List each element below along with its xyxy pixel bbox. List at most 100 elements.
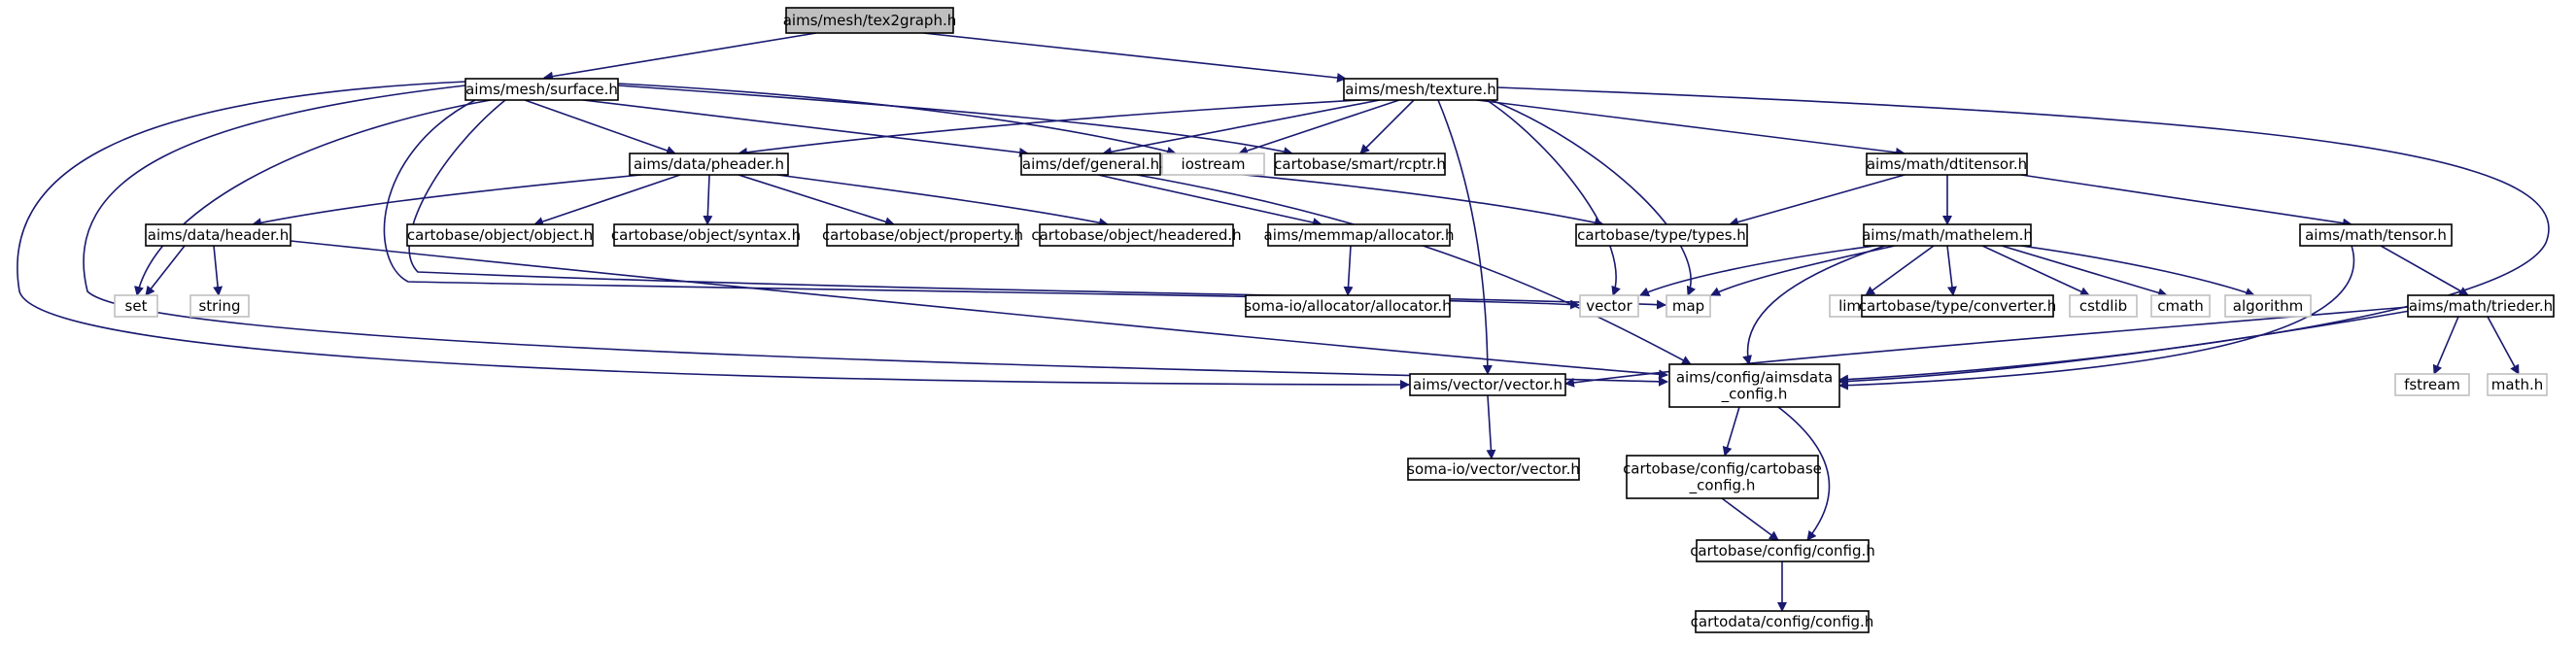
node-label: cstdlib — [2079, 297, 2127, 315]
node-syntax[interactable]: cartobase/object/syntax.h — [611, 223, 801, 247]
node-box — [1161, 153, 1265, 176]
node-box — [1626, 455, 1819, 499]
node-label: math.h — [2491, 376, 2543, 393]
node-label: aims/math/mathelem.h — [1862, 226, 2033, 244]
edge-header-to-aimsdata — [290, 240, 1668, 380]
node-box — [1409, 373, 1566, 396]
node-config[interactable]: cartobase/config/config.h — [1690, 539, 1875, 562]
edge-surface-to-set — [134, 99, 492, 296]
node-mathelem[interactable]: aims/math/mathelem.h — [1862, 223, 2033, 247]
node-box — [1575, 223, 1748, 247]
node-label: iostream — [1182, 155, 1246, 173]
node-label: algorithm — [2233, 297, 2303, 315]
node-mathh[interactable]: math.h — [2487, 373, 2548, 396]
edge-texture-to-vectorh — [1437, 99, 1493, 375]
node-headered[interactable]: cartobase/object/headered.h — [1031, 223, 1242, 247]
node-label: vector — [1586, 297, 1632, 315]
node-box — [2394, 373, 2470, 396]
edge-surface-to-vectorh — [17, 81, 1410, 390]
node-surface[interactable]: aims/mesh/surface.h — [464, 78, 619, 101]
node-cartocfg[interactable]: cartobase/config/cartobase_config.h — [1623, 455, 1822, 499]
dependency-edges — [17, 32, 2550, 612]
node-box — [613, 223, 799, 247]
node-somavector[interactable]: soma-io/vector/vector.h — [1407, 458, 1580, 481]
node-texture[interactable]: aims/mesh/texture.h — [1343, 78, 1498, 101]
edge-header-to-set — [145, 245, 186, 296]
edge-mathelem-to-cstdlib — [1981, 245, 2090, 296]
node-tex2graph: aims/mesh/tex2graph.h — [783, 7, 956, 34]
node-cartodata[interactable]: cartodata/config/config.h — [1691, 610, 1874, 633]
edge-mathelem-to-map — [1710, 245, 1896, 296]
node-box — [1274, 153, 1446, 176]
node-box — [629, 153, 789, 176]
node-label: aims/math/dtitensor.h — [1867, 155, 2027, 173]
node-label: aims/mesh/surface.h — [465, 81, 618, 98]
node-cmath[interactable]: cmath — [2150, 294, 2211, 318]
node-box — [1861, 294, 2054, 318]
edge-cartocfg-to-config — [1721, 497, 1779, 541]
node-cstdlib[interactable]: cstdlib — [2069, 294, 2138, 318]
edge-general-to-allocator — [1097, 174, 1322, 227]
node-types[interactable]: cartobase/type/types.h — [1575, 223, 1748, 247]
edge-tex2graph-to-texture — [922, 32, 1347, 84]
node-general[interactable]: aims/def/general.h — [1020, 153, 1161, 176]
node-label: string — [198, 297, 240, 315]
edge-texture-to-map — [1491, 99, 1697, 296]
node-box — [2069, 294, 2138, 318]
node-header[interactable]: aims/data/header.h — [145, 223, 292, 247]
node-tensor[interactable]: aims/math/tensor.h — [2299, 223, 2453, 247]
edge-pheader-to-object — [533, 174, 681, 226]
edge-surface-to-general — [582, 99, 1029, 157]
node-box — [114, 294, 158, 318]
edge-general-to-types — [1159, 166, 1604, 228]
node-dtitensor[interactable]: aims/math/dtitensor.h — [1866, 153, 2028, 176]
node-label: cartobase/config/config.h — [1690, 542, 1875, 560]
node-box — [406, 223, 594, 247]
node-allocator[interactable]: aims/memmap/allocator.h — [1264, 223, 1455, 247]
node-label: cartobase/type/types.h — [1577, 226, 1746, 244]
node-somaalloc[interactable]: soma-io/allocator/allocator.h — [1244, 294, 1452, 318]
node-set[interactable]: set — [114, 294, 158, 318]
node-vectorh[interactable]: aims/vector/vector.h — [1409, 373, 1566, 396]
edge-surface-to-pheader — [524, 99, 676, 155]
edge-mathelem-to-aimsdata — [1742, 245, 1886, 365]
dependency-nodes: aims/mesh/tex2graph.h aims/mesh/surface.h… — [114, 7, 2555, 633]
node-pheader[interactable]: aims/data/pheader.h — [629, 153, 789, 176]
node-box — [1245, 294, 1451, 318]
node-box — [2487, 373, 2548, 396]
node-box — [2224, 294, 2312, 318]
node-property[interactable]: cartobase/object/property.h — [822, 223, 1023, 247]
edge-mathelem-to-cmath — [2001, 245, 2168, 298]
node-rcptr[interactable]: cartobase/smart/rcptr.h — [1274, 153, 1446, 176]
edge-header-to-string — [213, 245, 223, 296]
node-box — [1695, 610, 1870, 633]
edge-texture-to-dtitensor — [1476, 99, 1906, 157]
node-map[interactable]: map — [1666, 294, 1711, 318]
node-label: cartobase/object/property.h — [822, 226, 1023, 244]
node-fstream[interactable]: fstream — [2394, 373, 2470, 396]
node-converter[interactable]: cartobase/type/converter.h — [1859, 294, 2056, 318]
edge-tensor-to-trieder — [2380, 245, 2469, 296]
node-box — [1267, 223, 1451, 247]
node-trieder[interactable]: aims/math/trieder.h — [2407, 294, 2555, 318]
node-box — [1579, 294, 1639, 318]
edge-trieder-to-aimsdata — [1838, 310, 2411, 387]
node-box — [826, 223, 1019, 247]
node-string[interactable]: string — [189, 294, 250, 318]
node-object[interactable]: cartobase/object/object.h — [406, 223, 594, 247]
node-label: cartobase/config/cartobase — [1623, 460, 1822, 478]
edge-texture-to-pheader — [738, 99, 1361, 157]
node-iostream[interactable]: iostream — [1161, 153, 1265, 176]
node-box — [785, 7, 954, 34]
edge-aimsdata-to-cartocfg — [1722, 406, 1740, 457]
node-algorithm[interactable]: algorithm — [2224, 294, 2312, 318]
node-box — [2299, 223, 2453, 247]
node-label: aims/data/pheader.h — [634, 155, 784, 173]
node-vector[interactable]: vector — [1579, 294, 1639, 318]
node-label: soma-io/allocator/allocator.h — [1244, 297, 1451, 315]
node-aimsdata[interactable]: aims/config/aimsdata_config.h — [1668, 363, 1840, 408]
node-label: aims/mesh/texture.h — [1345, 81, 1496, 98]
edge-pheader-to-headered — [776, 174, 1109, 228]
node-label: fstream — [2404, 376, 2460, 393]
